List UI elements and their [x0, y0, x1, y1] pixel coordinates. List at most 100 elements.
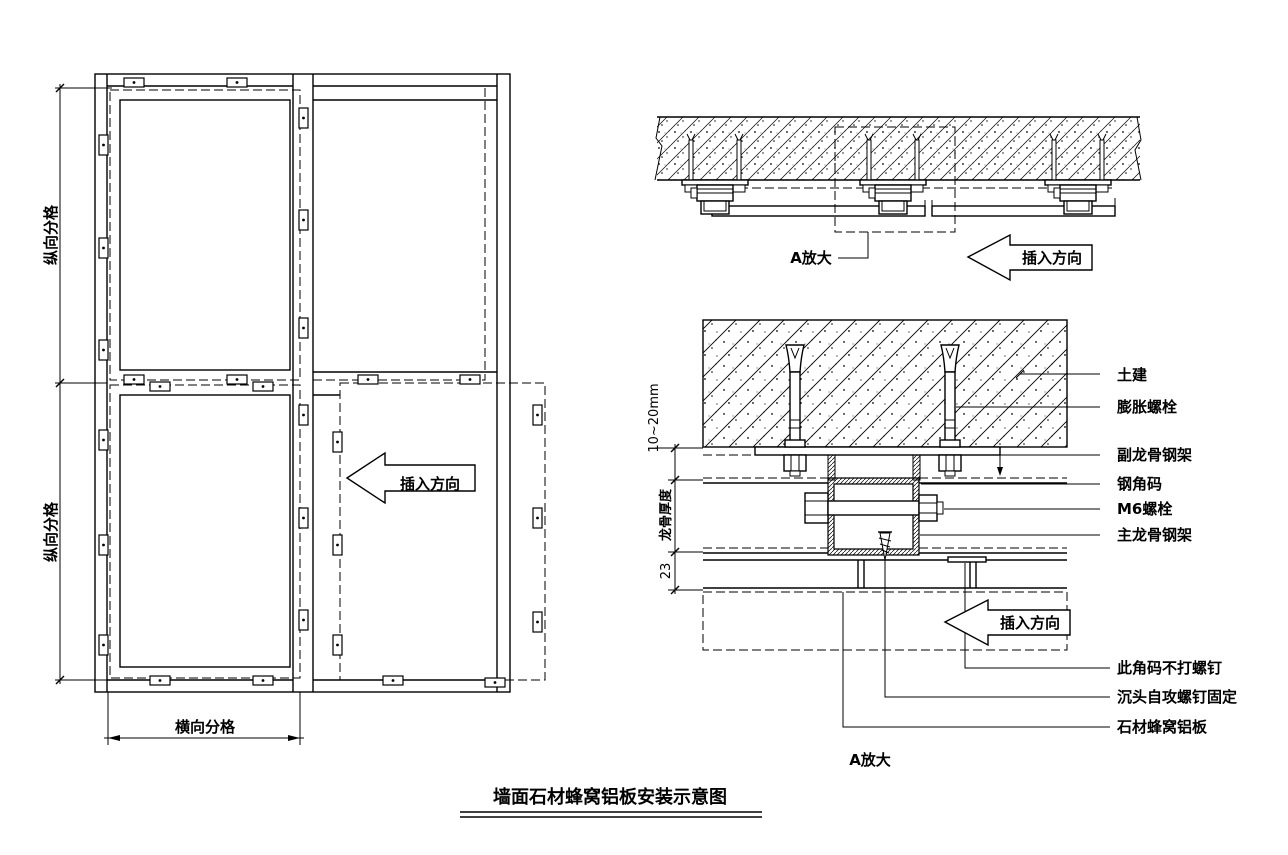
clip-bolt-dot [102, 143, 105, 147]
dimension-tick [670, 547, 680, 557]
clip-bolt-dot [302, 413, 305, 417]
detail-a-leader [838, 232, 869, 259]
panel-top-left-outline [109, 89, 301, 381]
steel-angle-left [827, 454, 836, 481]
detail-a-view: 10~20mm 龙骨厚度 23 土建 膨胀螺栓 副龙骨钢架 钢角码 M6螺栓 主… [647, 319, 1237, 769]
clip-bolt-dot [132, 81, 136, 84]
plan-concrete-wall [657, 117, 1140, 180]
m6-bolt-nut [918, 494, 938, 522]
clip-bolt-dot [468, 378, 472, 381]
dimension-tick [55, 378, 65, 388]
clip-bolt-dot [102, 543, 105, 547]
arrow-left-shape [943, 598, 1071, 647]
clip-bolt-dot [391, 679, 395, 682]
plan-view: A放大 插入方向 [654, 116, 1142, 282]
clip-bolt-dot [536, 413, 539, 417]
dimension-tick [55, 83, 65, 93]
leader-line [884, 560, 1110, 698]
angle-clip-leg [969, 562, 977, 588]
panel-top-left [119, 99, 291, 371]
insert-direction-label: 插入方向 [1022, 249, 1082, 267]
m6-bolt-shaft [827, 500, 920, 516]
m6-bolt-tail [936, 501, 944, 515]
label-expansion-bolt: 膨胀螺栓 [1117, 398, 1177, 416]
label-steel-angle: 钢角码 [1117, 475, 1162, 493]
clip-bolt-dot [102, 246, 105, 250]
label-no-screw: 此角码不打螺钉 [1117, 659, 1222, 677]
detail-insert-direction-arrow: 插入方向 [943, 598, 1071, 647]
detail-concrete-wall [702, 319, 1068, 448]
clip-bolt-dot [302, 516, 305, 520]
label-honeycomb-panel: 石材蜂窝铝板 [1116, 718, 1208, 736]
clip-bolt-dot [366, 378, 370, 381]
insert-direction-arrow: 插入方向 [345, 451, 476, 505]
panel-bottom-left [119, 394, 291, 668]
arrow-left-shape [966, 233, 1093, 282]
clip-bolt-dot [302, 116, 305, 120]
clip-bolt-dot [235, 378, 239, 381]
plan-panel-hooks [711, 198, 1116, 206]
clip-bolt-dot [102, 438, 105, 442]
detail-a-reference: A放大 [790, 249, 832, 267]
leader-line [999, 454, 1100, 470]
clip-bolt-dot [493, 681, 497, 684]
plan-panel-right [931, 205, 1116, 217]
steel-angle-right [912, 454, 921, 481]
dimension-arrowhead [108, 735, 120, 741]
angle-clip-bar [947, 556, 987, 563]
insert-direction-label: 插入方向 [400, 475, 460, 493]
dimension-tick [670, 443, 680, 453]
dimension-tick [55, 675, 65, 685]
break-line-left [654, 116, 663, 181]
clip-bolt-dot [158, 385, 162, 388]
panel-clips [98, 77, 543, 688]
clip-bolt-dot [102, 643, 105, 647]
main-keel-channel [827, 477, 920, 556]
clip-bolt-dot [158, 679, 162, 682]
clip-bolt-dot [536, 516, 539, 520]
panel-top-right-outline [313, 88, 486, 381]
clip-bolt-dot [261, 679, 265, 682]
leader-tick [1015, 369, 1025, 379]
panel-hook-clip [857, 560, 865, 588]
detail-dimensions: 10~20mm 龙骨厚度 23 [647, 383, 703, 595]
gap-dimension-label: 10~20mm [647, 383, 662, 452]
horizontal-division-label: 横向分格 [175, 718, 236, 736]
clip-bolt-dot [302, 218, 305, 222]
vertical-division-label-bottom: 纵向分格 [42, 501, 60, 562]
drawing-title: 墙面石材蜂窝铝板安装示意图 [460, 786, 762, 818]
clip-bolt-dot [102, 348, 105, 352]
panel-dimension-label: 23 [659, 563, 674, 580]
panel-inserting-outline [339, 382, 546, 681]
label-civil: 土建 [1117, 366, 1148, 384]
anchor-plate [754, 446, 1001, 456]
screw-thread [878, 537, 892, 554]
keel-thickness-label: 龙骨厚度 [658, 488, 674, 541]
clip-bolt-dot [261, 385, 265, 388]
label-countersunk-screw: 沉头自攻螺钉固定 [1117, 688, 1237, 706]
clip-bolt-dot [536, 620, 539, 624]
m6-bolt-head [804, 492, 829, 524]
clip-bolt-dot [336, 643, 339, 647]
leader-line [842, 592, 1110, 728]
panel-bottom-left-outline [109, 384, 301, 679]
clip-bolt-dot [132, 378, 136, 381]
countersunk-screw [878, 531, 892, 561]
detail-caption: A放大 [849, 751, 891, 769]
vertical-dimension: 纵向分格 纵向分格 [42, 83, 112, 685]
clip-bolt-dot [336, 440, 339, 444]
elevation-view: 插入方向 纵向分格 纵向分格 横向分格 [42, 73, 546, 745]
leader-arrowhead [997, 467, 1003, 476]
label-m6-bolt: M6螺栓 [1117, 500, 1172, 518]
clip-bolt-dot [336, 543, 339, 547]
insert-direction-label: 插入方向 [1000, 614, 1060, 632]
label-main-keel: 主龙骨钢架 [1117, 526, 1192, 544]
dimension-tick [670, 585, 680, 595]
clip-bolt-dot [235, 81, 239, 84]
plan-insert-direction-arrow: 插入方向 [966, 233, 1093, 282]
horizontal-dimension: 横向分格 [104, 692, 304, 745]
dimension-arrowhead [288, 735, 300, 741]
detail-a-boundary [834, 126, 956, 233]
